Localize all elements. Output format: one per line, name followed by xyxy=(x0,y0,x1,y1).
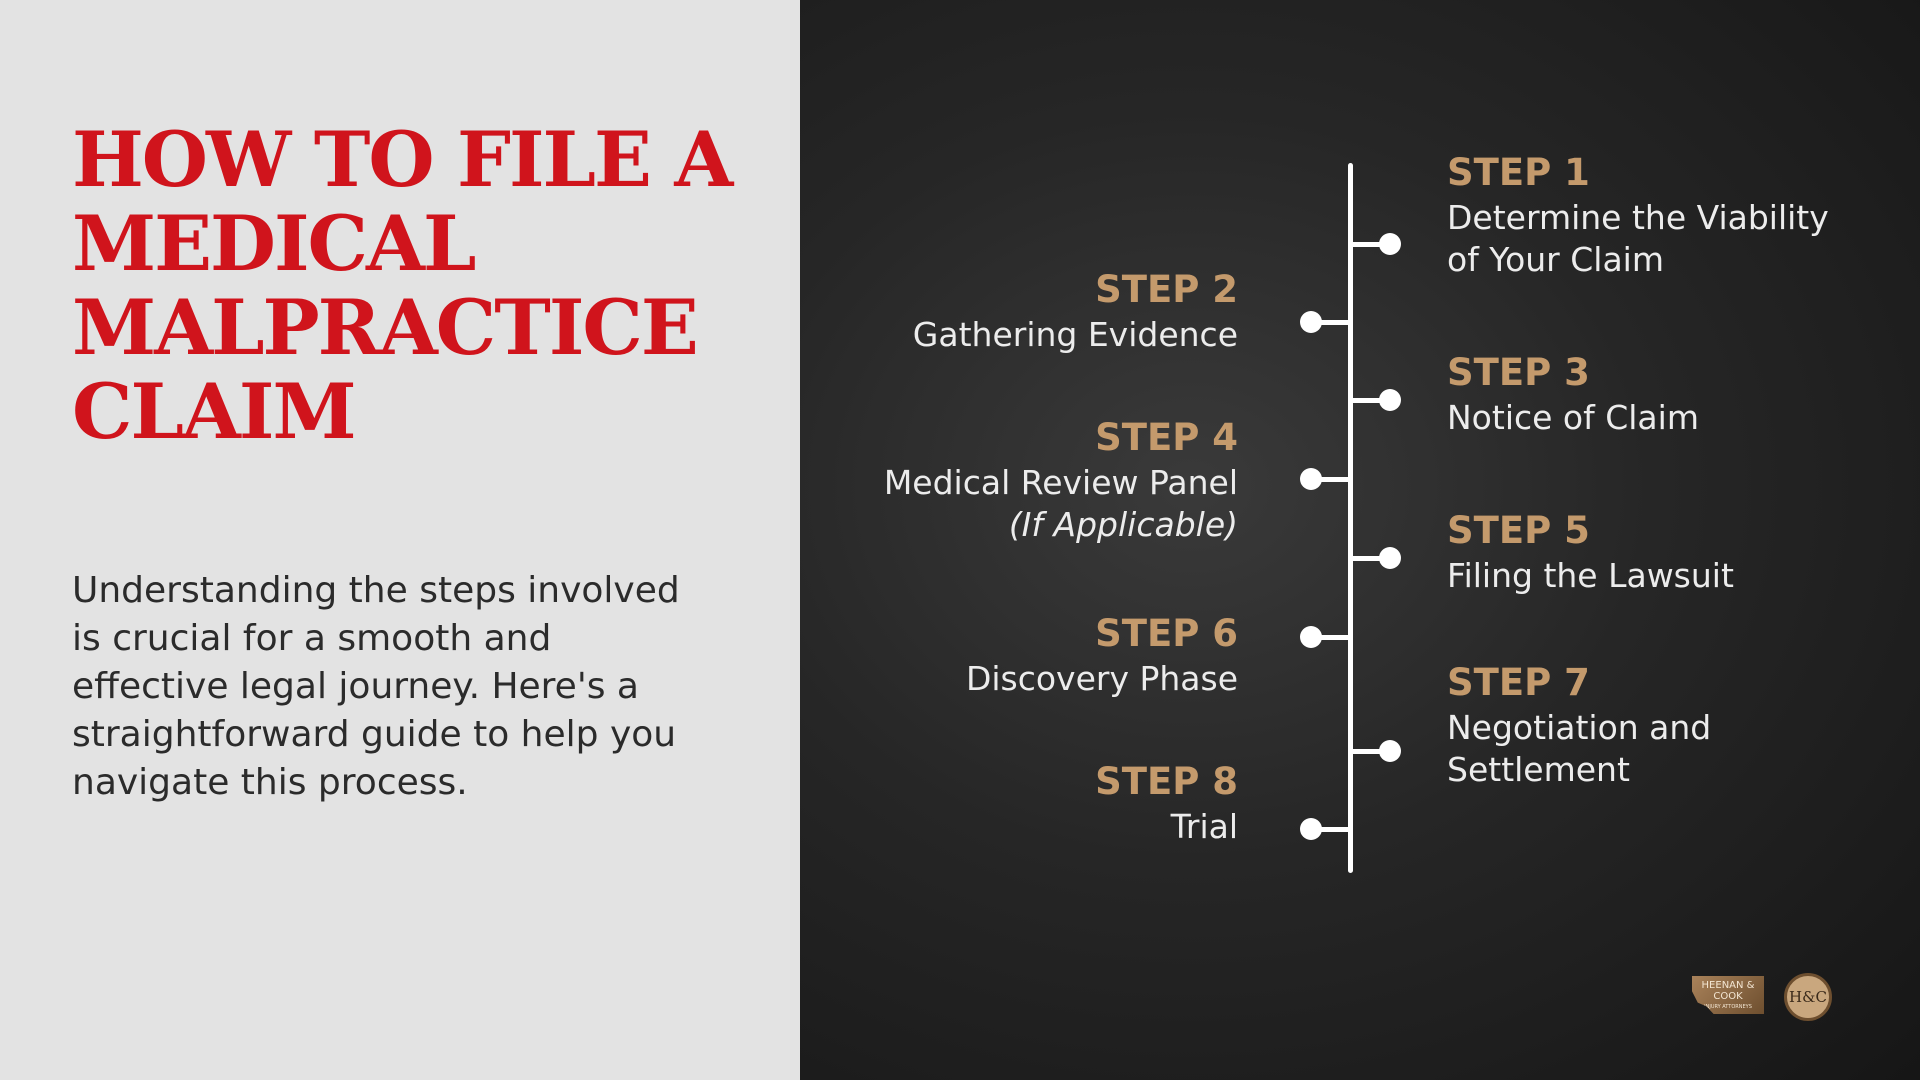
timeline-axis xyxy=(1348,163,1353,873)
step-description-line2: of Your Claim xyxy=(1447,240,1664,279)
timeline-branch xyxy=(1311,320,1351,325)
step-description: Gathering Evidence xyxy=(912,315,1238,354)
page-title: HOW TO FILE A MEDICAL MALPRACTICE CLAIM xyxy=(72,115,733,456)
step-label: STEP 3 xyxy=(1447,351,1590,394)
step-label: STEP 2 xyxy=(1095,268,1238,311)
step-6: STEP 6 Discovery Phase xyxy=(818,610,1238,700)
step-description-line2: Settlement xyxy=(1447,750,1630,789)
step-description: Filing the Lawsuit xyxy=(1447,556,1734,595)
step-label: STEP 6 xyxy=(1095,612,1238,655)
timeline-dot xyxy=(1300,468,1322,490)
timeline-panel xyxy=(800,0,1920,1080)
step-8: STEP 8 Trial xyxy=(818,758,1238,848)
timeline-branch xyxy=(1350,242,1390,247)
timeline-branch xyxy=(1350,749,1390,754)
timeline-dot xyxy=(1300,818,1322,840)
step-label: STEP 4 xyxy=(1095,416,1238,459)
step-label: STEP 8 xyxy=(1095,760,1238,803)
timeline-branch xyxy=(1311,635,1351,640)
left-panel: HOW TO FILE A MEDICAL MALPRACTICE CLAIM … xyxy=(0,0,800,1080)
step-description: Medical Review Panel xyxy=(883,463,1238,502)
timeline-branch xyxy=(1350,556,1390,561)
intro-paragraph: Understanding the steps involved is cruc… xyxy=(72,570,680,803)
step-3: STEP 3 Notice of Claim xyxy=(1447,349,1867,439)
timeline-dot xyxy=(1379,547,1401,569)
step-description-line2: (If Applicable) xyxy=(1008,505,1238,544)
timeline-dot xyxy=(1379,740,1401,762)
step-description: Determine the Viability xyxy=(1447,198,1829,237)
step-description: Trial xyxy=(1170,807,1238,846)
badge-logo: H&C xyxy=(1784,973,1832,1021)
timeline-branch xyxy=(1311,827,1351,832)
step-label: STEP 7 xyxy=(1447,661,1590,704)
firm-logo-text: HEENAN & COOK xyxy=(1701,980,1755,1002)
step-7: STEP 7 Negotiation and Settlement xyxy=(1447,659,1867,791)
timeline-dot xyxy=(1300,626,1322,648)
step-1: STEP 1 Determine the Viability of Your C… xyxy=(1447,149,1867,281)
step-2: STEP 2 Gathering Evidence xyxy=(818,266,1238,356)
step-label: STEP 1 xyxy=(1447,151,1590,194)
timeline-branch xyxy=(1311,477,1351,482)
timeline-dot xyxy=(1379,389,1401,411)
step-4: STEP 4 Medical Review Panel (If Applicab… xyxy=(818,414,1238,546)
timeline-branch xyxy=(1350,398,1390,403)
step-description: Negotiation and xyxy=(1447,708,1712,747)
step-description: Notice of Claim xyxy=(1447,398,1699,437)
timeline-dot xyxy=(1379,233,1401,255)
step-5: STEP 5 Filing the Lawsuit xyxy=(1447,507,1867,597)
timeline-dot xyxy=(1300,311,1322,333)
step-label: STEP 5 xyxy=(1447,509,1590,552)
firm-logo-subtext: INJURY ATTORNEYS xyxy=(1704,1004,1752,1010)
step-description: Discovery Phase xyxy=(965,659,1238,698)
